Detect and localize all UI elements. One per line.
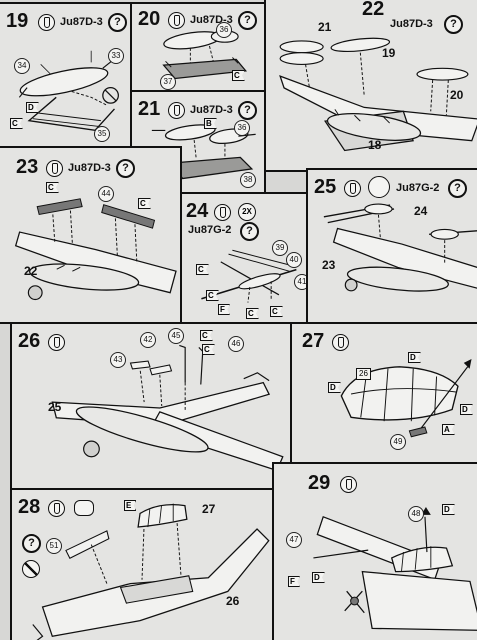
glue-icon: [168, 102, 185, 119]
panel-step-24: 24 2X Ju87G-2 ? 39 40 41 C C F C C: [180, 192, 310, 324]
model-label: Ju87D-3: [60, 16, 103, 28]
part-number-26: 26: [356, 368, 371, 380]
step-number: 27: [302, 330, 325, 352]
part-callout-34: 34: [14, 58, 30, 74]
part-callout-44: 44: [98, 186, 114, 202]
panel-step-26: 26 42 45 43 46 C C 25: [10, 322, 292, 490]
glue-icon: [168, 12, 185, 29]
panel-step-19: 19 Ju87D-3 ? 33 34 35 D C: [0, 2, 132, 148]
step-number: 22: [362, 0, 385, 20]
part-number-23: 23: [322, 258, 336, 272]
part-callout-35: 35: [94, 126, 110, 142]
canopy-install-drawing: [32, 503, 270, 640]
part-callout-48: 48: [408, 506, 424, 522]
airframe-rails-drawing: [14, 198, 177, 301]
part-callout-42: 42: [140, 332, 156, 348]
step-number: 25: [314, 176, 337, 198]
step-number: 29: [308, 472, 331, 494]
panel-step-23: 23 Ju87D-3 ? C 44 C 22: [0, 146, 182, 324]
part-number-21: 21: [318, 20, 332, 34]
part-number-22: 22: [24, 264, 38, 278]
glue-icon: [48, 334, 65, 351]
panel-step-29: 29 48 D 47 F D: [272, 462, 477, 640]
part-number-20: 20: [450, 88, 464, 102]
step-number: 26: [18, 330, 41, 352]
part-callout-46: 46: [228, 336, 244, 352]
part-number-19: 19: [382, 46, 396, 60]
glue-icon: [340, 476, 357, 493]
part-number-24: 24: [414, 204, 428, 218]
part-number-27: 27: [202, 502, 216, 516]
part-number-18: 18: [368, 138, 382, 152]
glue-icon: [332, 334, 349, 351]
final-assembly-drawing: [313, 507, 477, 631]
part-number-26: 26: [226, 594, 240, 608]
prohibited-icon: [22, 560, 40, 578]
question-icon: ?: [22, 534, 41, 553]
model-label: Ju87D-3: [390, 18, 433, 30]
glue-icon: [46, 160, 63, 177]
step-number: 24: [186, 200, 209, 222]
question-icon: ?: [238, 101, 257, 120]
model-label: Ju87G-2: [396, 182, 440, 194]
step-number: 21: [138, 98, 161, 120]
part-number-25: 25: [48, 400, 62, 414]
paint-icon: [74, 500, 94, 516]
part-callout-43: 43: [110, 352, 126, 368]
step-number: 23: [16, 156, 39, 178]
question-icon: ?: [238, 11, 257, 30]
panel-step-28: 28 ? E 27 51 26: [10, 488, 274, 640]
part-callout-40: 40: [286, 252, 302, 268]
model-label: Ju87D-3: [68, 162, 111, 174]
glue-icon: [48, 500, 65, 517]
glue-icon: [38, 14, 55, 31]
glue-icon: [344, 180, 361, 197]
part-callout-33: 33: [108, 48, 124, 64]
model-label: Ju87G-2: [188, 224, 232, 236]
quantity-badge: 2X: [238, 203, 256, 221]
glue-icon: [214, 204, 231, 221]
part-callout-38: 38: [240, 172, 256, 188]
part-callout-36: 36: [216, 22, 232, 38]
g2-cannon-drawing: [323, 203, 477, 292]
step-number: 20: [138, 8, 161, 30]
panel-step-22: 22 Ju87D-3 ? 21 19 20 18: [264, 0, 477, 172]
part-callout-36: 36: [234, 120, 250, 136]
question-icon: ?: [448, 179, 467, 198]
part-callout-39: 39: [272, 240, 288, 256]
part-callout-37: 37: [160, 74, 176, 90]
question-icon: ?: [444, 15, 463, 34]
canopy-rails-drawing: [51, 344, 284, 472]
step-number: 19: [6, 10, 29, 32]
step-number: 28: [18, 496, 41, 518]
question-icon: ?: [108, 13, 127, 32]
question-icon: ?: [240, 222, 259, 241]
wheel-pant-drawing: [162, 30, 247, 80]
part-callout-45: 45: [168, 328, 184, 344]
part-callout-41: 41: [294, 274, 308, 290]
part-callout-49: 49: [390, 434, 406, 450]
panel-step-27: 27 26 D D D A 49: [290, 322, 477, 464]
question-icon: ?: [116, 159, 135, 178]
bomb-rack-drawing: [18, 50, 119, 132]
model-label: Ju87D-3: [190, 104, 233, 116]
clock-icon: [368, 176, 390, 198]
canopy-drawing: [340, 358, 472, 438]
part-callout-47: 47: [286, 532, 302, 548]
panel-step-25: 25 Ju87G-2 ? 24 23: [306, 168, 477, 324]
panel-step-20: 20 Ju87D-3 ? 36 37 C: [130, 2, 266, 92]
part-callout-51: 51: [46, 538, 62, 554]
wing-bombs-drawing: [279, 37, 477, 152]
